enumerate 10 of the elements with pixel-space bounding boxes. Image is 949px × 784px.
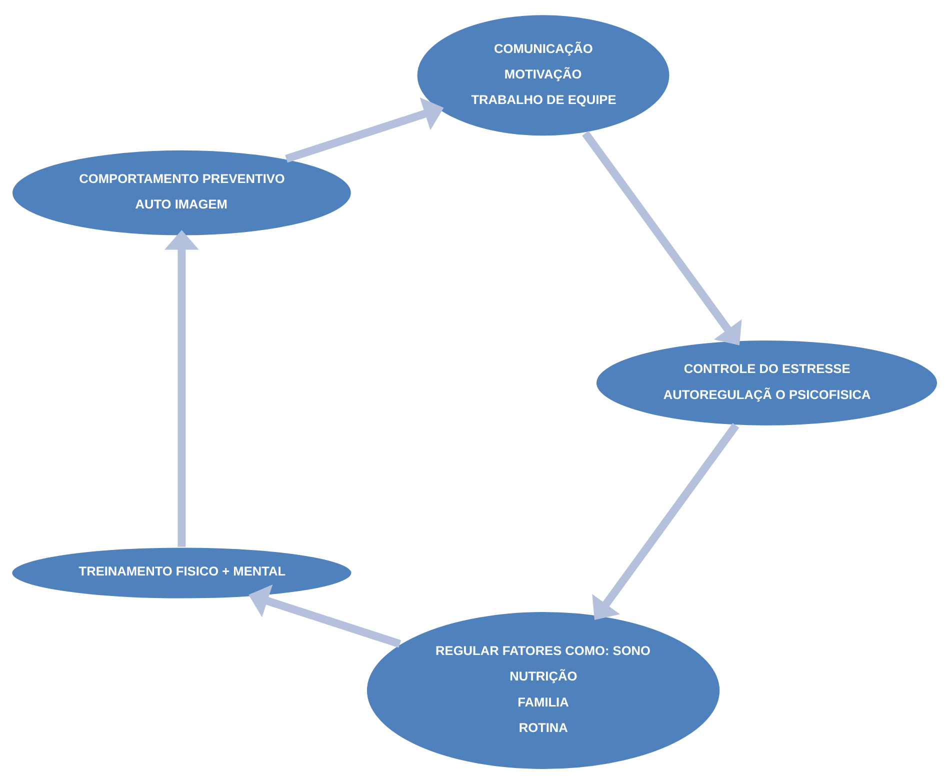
node-ellipse: CONTROLE DO ESTRESSE AUTOREGULAÇÃ O PSICOFISICA: [594, 338, 939, 427]
node-ellipse: COMPORTAMENTO PREVENTIVO AUTO IMAGEM: [10, 148, 352, 237]
node-ellipse: TREINAMENTO FISICO + MENTAL: [10, 546, 353, 600]
arrow: [164, 230, 199, 547]
node-ellipse: COMUNICAÇÃO MOTIVAÇÃO TRABALHO DE EQUIPE: [416, 14, 671, 138]
arrow: [582, 130, 742, 346]
arrow: [592, 423, 740, 620]
node-ellipse: REGULAR FATORES COMO: SONO NUTRIÇÃO FAMILIA ROTINA: [365, 610, 722, 771]
arrow: [285, 97, 444, 163]
arrow: [248, 584, 402, 648]
